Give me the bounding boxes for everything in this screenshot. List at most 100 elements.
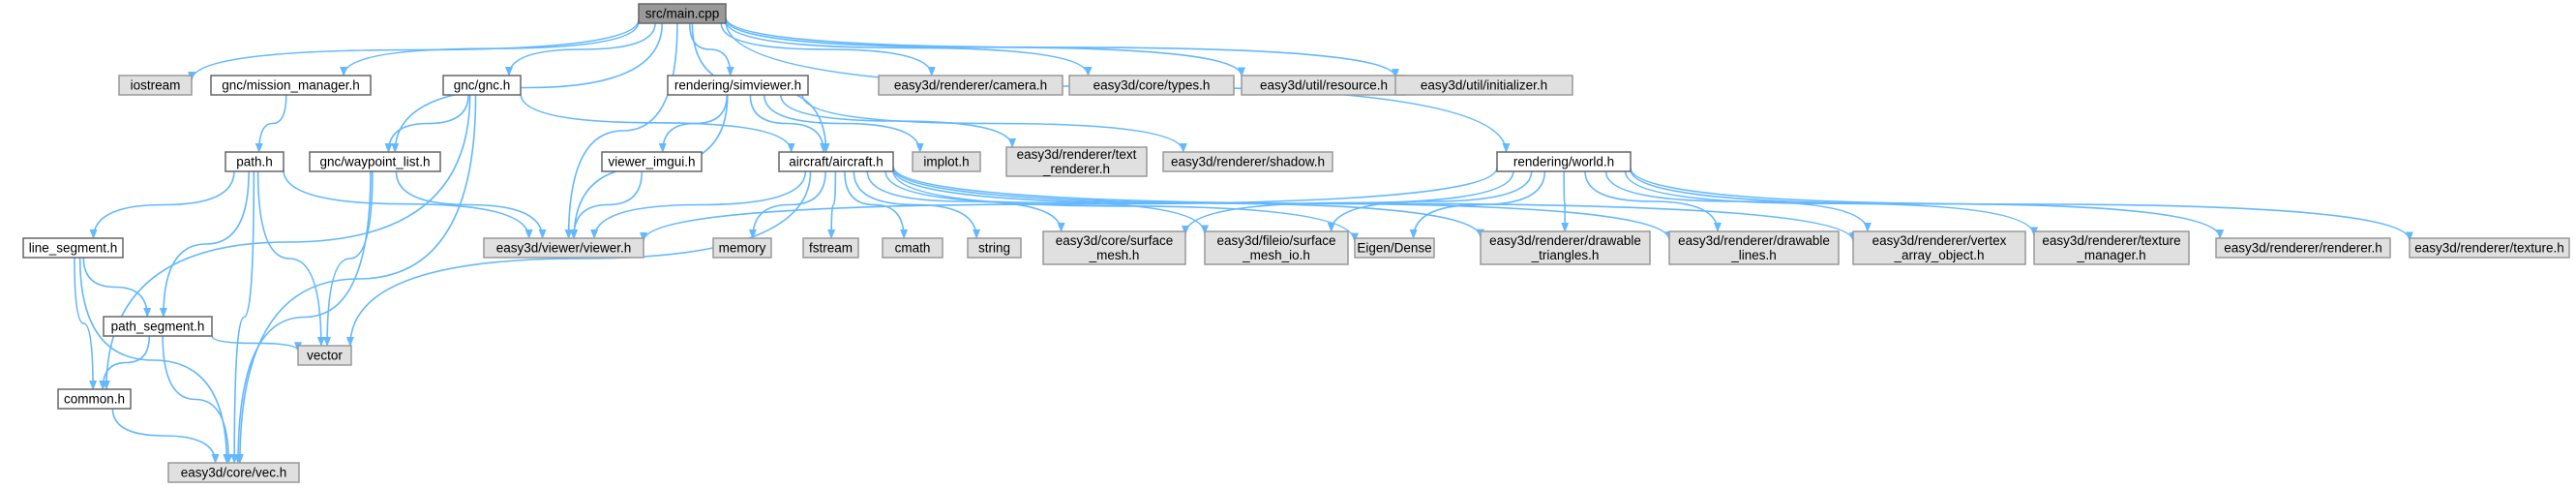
edge-main-to-gnc bbox=[504, 22, 656, 76]
edge-world-to-drawable_tri bbox=[1561, 170, 1570, 232]
node-label-camera: easy3d/renderer/camera.h bbox=[894, 78, 1047, 93]
node-label-types: easy3d/core/types.h bbox=[1093, 78, 1211, 93]
node-box-common bbox=[57, 388, 132, 410]
node-label-main: src/main.cpp bbox=[645, 7, 720, 21]
node-box-memory bbox=[712, 237, 772, 259]
node-camera: easy3d/renderer/camera.h bbox=[878, 75, 1063, 96]
node-box-eigen bbox=[1354, 237, 1435, 259]
edge-common-to-vec bbox=[111, 408, 220, 464]
node-box-drawable_tri bbox=[1480, 230, 1651, 265]
edge-gnc-to-common bbox=[102, 94, 471, 390]
node-surface_mesh_io: easy3d/fileio/surface_mesh_io.h bbox=[1204, 230, 1349, 265]
node-common[interactable]: common.h bbox=[57, 388, 132, 410]
edge-simviewer-to-implot bbox=[763, 94, 924, 153]
node-label-iostream: iostream bbox=[131, 78, 181, 93]
node-line_segment[interactable]: line_segment.h bbox=[22, 237, 124, 259]
file-nodes: src/main.cpp iostream gnc/mission_manager.… bbox=[22, 3, 2570, 483]
node-box-texture bbox=[2409, 237, 2570, 259]
node-string: string bbox=[967, 237, 1022, 259]
edge-main-to-initializer bbox=[725, 16, 1399, 78]
node-memory: memory bbox=[712, 237, 772, 259]
node-label-drawable_tri: _triangles.h bbox=[1531, 248, 1600, 262]
edge-main-to-iostream bbox=[188, 18, 640, 81]
node-types: easy3d/core/types.h bbox=[1068, 75, 1235, 96]
node-label-path: path.h bbox=[236, 155, 273, 169]
node-vao: easy3d/renderer/vertex_array_object.h bbox=[1852, 230, 2026, 265]
node-label-waypoint: gnc/waypoint_list.h bbox=[319, 155, 430, 169]
node-box-waypoint bbox=[309, 151, 441, 172]
node-box-gnc bbox=[442, 75, 522, 96]
node-label-drawable_lines: easy3d/renderer/drawable bbox=[1678, 233, 1830, 248]
node-label-viewer: easy3d/viewer/viewer.h bbox=[496, 241, 632, 256]
node-world[interactable]: rendering/world.h bbox=[1496, 151, 1632, 172]
node-label-path_segment: path_segment.h bbox=[111, 320, 205, 334]
node-label-texture: easy3d/renderer/texture.h bbox=[2414, 241, 2564, 256]
node-box-initializer bbox=[1394, 75, 1573, 96]
node-gnc[interactable]: gnc/gnc.h bbox=[442, 75, 522, 96]
node-label-surface_mesh_io: easy3d/fileio/surface bbox=[1216, 233, 1335, 248]
edge-main-to-waypoint bbox=[391, 22, 664, 153]
node-path[interactable]: path.h bbox=[225, 151, 285, 172]
edge-main-to-camera bbox=[720, 22, 936, 76]
node-label-initializer: easy3d/util/initializer.h bbox=[1421, 78, 1547, 93]
edge-world-to-texture_manager bbox=[1624, 170, 2038, 237]
edge-waypoint-to-vec bbox=[234, 170, 372, 464]
node-box-vector bbox=[297, 345, 352, 366]
node-label-eigen: Eigen/Dense bbox=[1357, 241, 1431, 256]
edge-path_segment-to-common bbox=[99, 335, 151, 390]
edge-path-to-vec bbox=[230, 170, 255, 464]
node-label-text_renderer: _renderer.h bbox=[1042, 162, 1110, 176]
node-label-vao: easy3d/renderer/vertex bbox=[1872, 233, 2007, 248]
node-viewer: easy3d/viewer/viewer.h bbox=[483, 237, 644, 259]
node-label-memory: memory bbox=[719, 241, 766, 256]
node-label-text_renderer: easy3d/renderer/text bbox=[1017, 147, 1137, 162]
node-aircraft[interactable]: aircraft/aircraft.h bbox=[778, 151, 894, 172]
node-mission[interactable]: gnc/mission_manager.h bbox=[210, 75, 372, 96]
node-simviewer[interactable]: rendering/simviewer.h bbox=[667, 75, 809, 96]
node-main: src/main.cpp bbox=[638, 3, 727, 24]
edge-path_segment-to-vec bbox=[162, 335, 233, 464]
node-box-vao bbox=[1852, 230, 2026, 265]
edge-aircraft-to-surface_mesh bbox=[866, 170, 1065, 232]
node-label-texture_manager: _manager.h bbox=[2076, 248, 2145, 262]
node-box-cmath bbox=[882, 237, 944, 259]
node-drawable_tri: easy3d/renderer/drawable_triangles.h bbox=[1480, 230, 1651, 265]
node-label-viewer_imgui: viewer_imgui.h bbox=[608, 155, 695, 169]
node-vec: easy3d/core/vec.h bbox=[167, 462, 300, 483]
node-label-simviewer: rendering/simviewer.h bbox=[674, 78, 801, 93]
edge-aircraft-to-string bbox=[853, 170, 981, 239]
node-label-surface_mesh_io: _mesh_io.h bbox=[1242, 248, 1310, 262]
edge-aircraft-to-viewer bbox=[590, 170, 807, 239]
edge-world-to-surface_mesh bbox=[1182, 170, 1514, 235]
edge-aircraft-to-vao bbox=[892, 166, 1857, 243]
node-box-surface_mesh_io bbox=[1204, 230, 1349, 265]
edge-path-to-vector bbox=[256, 170, 325, 347]
edge-aircraft-to-surface_mesh_io bbox=[884, 170, 1209, 235]
node-surface_mesh: easy3d/core/surface_mesh.h bbox=[1042, 230, 1186, 265]
node-box-shadow bbox=[1162, 151, 1333, 172]
node-text_renderer: easy3d/renderer/text_renderer.h bbox=[1005, 146, 1148, 177]
node-box-line_segment bbox=[22, 237, 124, 259]
node-label-vector: vector bbox=[307, 349, 343, 363]
node-resource: easy3d/util/resource.h bbox=[1241, 75, 1407, 96]
node-texture_manager: easy3d/renderer/texture_manager.h bbox=[2033, 230, 2190, 265]
node-label-gnc: gnc/gnc.h bbox=[454, 78, 511, 93]
edge-world-to-drawable_lines bbox=[1584, 170, 1722, 232]
node-box-vec bbox=[167, 462, 300, 483]
node-initializer: easy3d/util/initializer.h bbox=[1394, 75, 1573, 96]
node-box-string bbox=[967, 237, 1022, 259]
node-label-vec: easy3d/core/vec.h bbox=[181, 466, 287, 480]
node-label-mission: gnc/mission_manager.h bbox=[222, 78, 360, 93]
node-waypoint[interactable]: gnc/waypoint_list.h bbox=[309, 151, 441, 172]
node-box-fstream bbox=[802, 237, 859, 259]
node-box-main bbox=[638, 3, 727, 24]
node-viewer_imgui[interactable]: viewer_imgui.h bbox=[601, 151, 703, 172]
node-box-world bbox=[1496, 151, 1632, 172]
node-label-vao: _array_object.h bbox=[1893, 248, 1984, 262]
node-box-surface_mesh bbox=[1042, 230, 1186, 265]
node-box-iostream bbox=[118, 75, 193, 96]
node-box-renderer bbox=[2215, 237, 2391, 259]
edge-path-to-viewer bbox=[283, 169, 533, 239]
node-path_segment[interactable]: path_segment.h bbox=[103, 316, 213, 337]
